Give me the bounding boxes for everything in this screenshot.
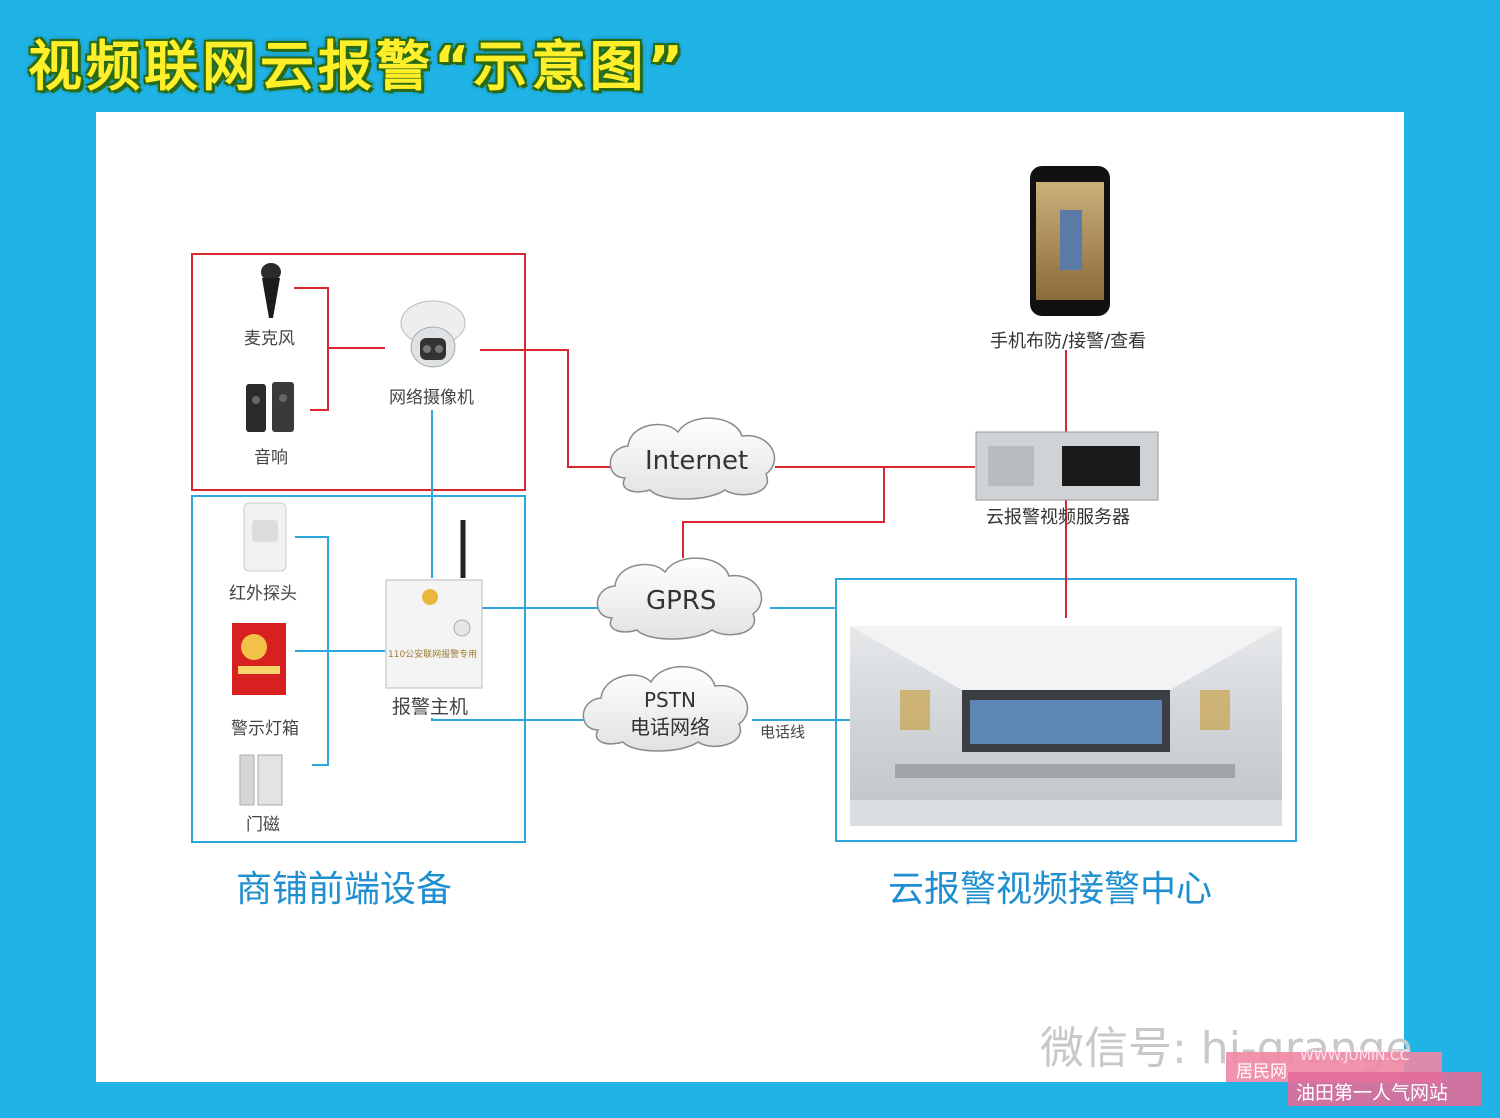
site-slogan: 油田第一人气网站 <box>1296 1082 1449 1104</box>
alarm-host-label: 报警主机 <box>392 696 469 718</box>
door-sensor-icon <box>239 754 283 806</box>
gprs-label: GPRS <box>646 586 717 616</box>
pstn-cloud <box>582 666 749 752</box>
alarm-center-room-image <box>850 626 1282 826</box>
pstn-label-line2: 电话网络 <box>630 715 710 739</box>
gprs-cloud <box>596 557 763 640</box>
internet-label: Internet <box>645 446 749 476</box>
server-label: 云报警视频服务器 <box>986 507 1130 528</box>
infrared-label: 红外探头 <box>229 584 297 604</box>
blue-links <box>295 410 850 766</box>
page-title: 视频联网云报警“示意图” <box>28 35 687 98</box>
infrared-sensor-icon <box>243 502 287 572</box>
door-sensor-label: 门磁 <box>246 815 280 835</box>
audio-video-box <box>191 253 526 491</box>
microphone-icon <box>261 263 281 318</box>
sensor-box <box>191 495 526 843</box>
phone-line-label: 电话线 <box>760 723 806 741</box>
warning-light-label: 警示灯箱 <box>231 719 299 739</box>
phone-label: 手机布防/接警/查看 <box>990 331 1147 352</box>
camera-label: 网络摄像机 <box>389 388 474 408</box>
alarm-host-panel-text: 110公安联网报警专用 <box>388 650 478 660</box>
phone-icon <box>1030 166 1110 316</box>
speaker-icon <box>246 382 294 432</box>
slogan-badge <box>1288 1072 1482 1106</box>
site-url: WWW.JUMIN.CC <box>1300 1048 1410 1064</box>
pstn-label-line1: PSTN <box>644 688 696 712</box>
speaker-label: 音响 <box>254 448 288 468</box>
internet-cloud <box>609 417 776 500</box>
site-name: 居民网 <box>1236 1062 1287 1082</box>
microphone-label: 麦克风 <box>244 329 295 349</box>
alarm-host-icon <box>385 520 483 689</box>
camera-icon <box>400 300 466 368</box>
alarm-center-section-label: 云报警视频接警中心 <box>888 869 1213 910</box>
front-devices-section-label: 商铺前端设备 <box>236 869 453 910</box>
warning-light-icon <box>232 623 286 695</box>
server-icon <box>975 431 1159 501</box>
red-links <box>294 287 1067 618</box>
